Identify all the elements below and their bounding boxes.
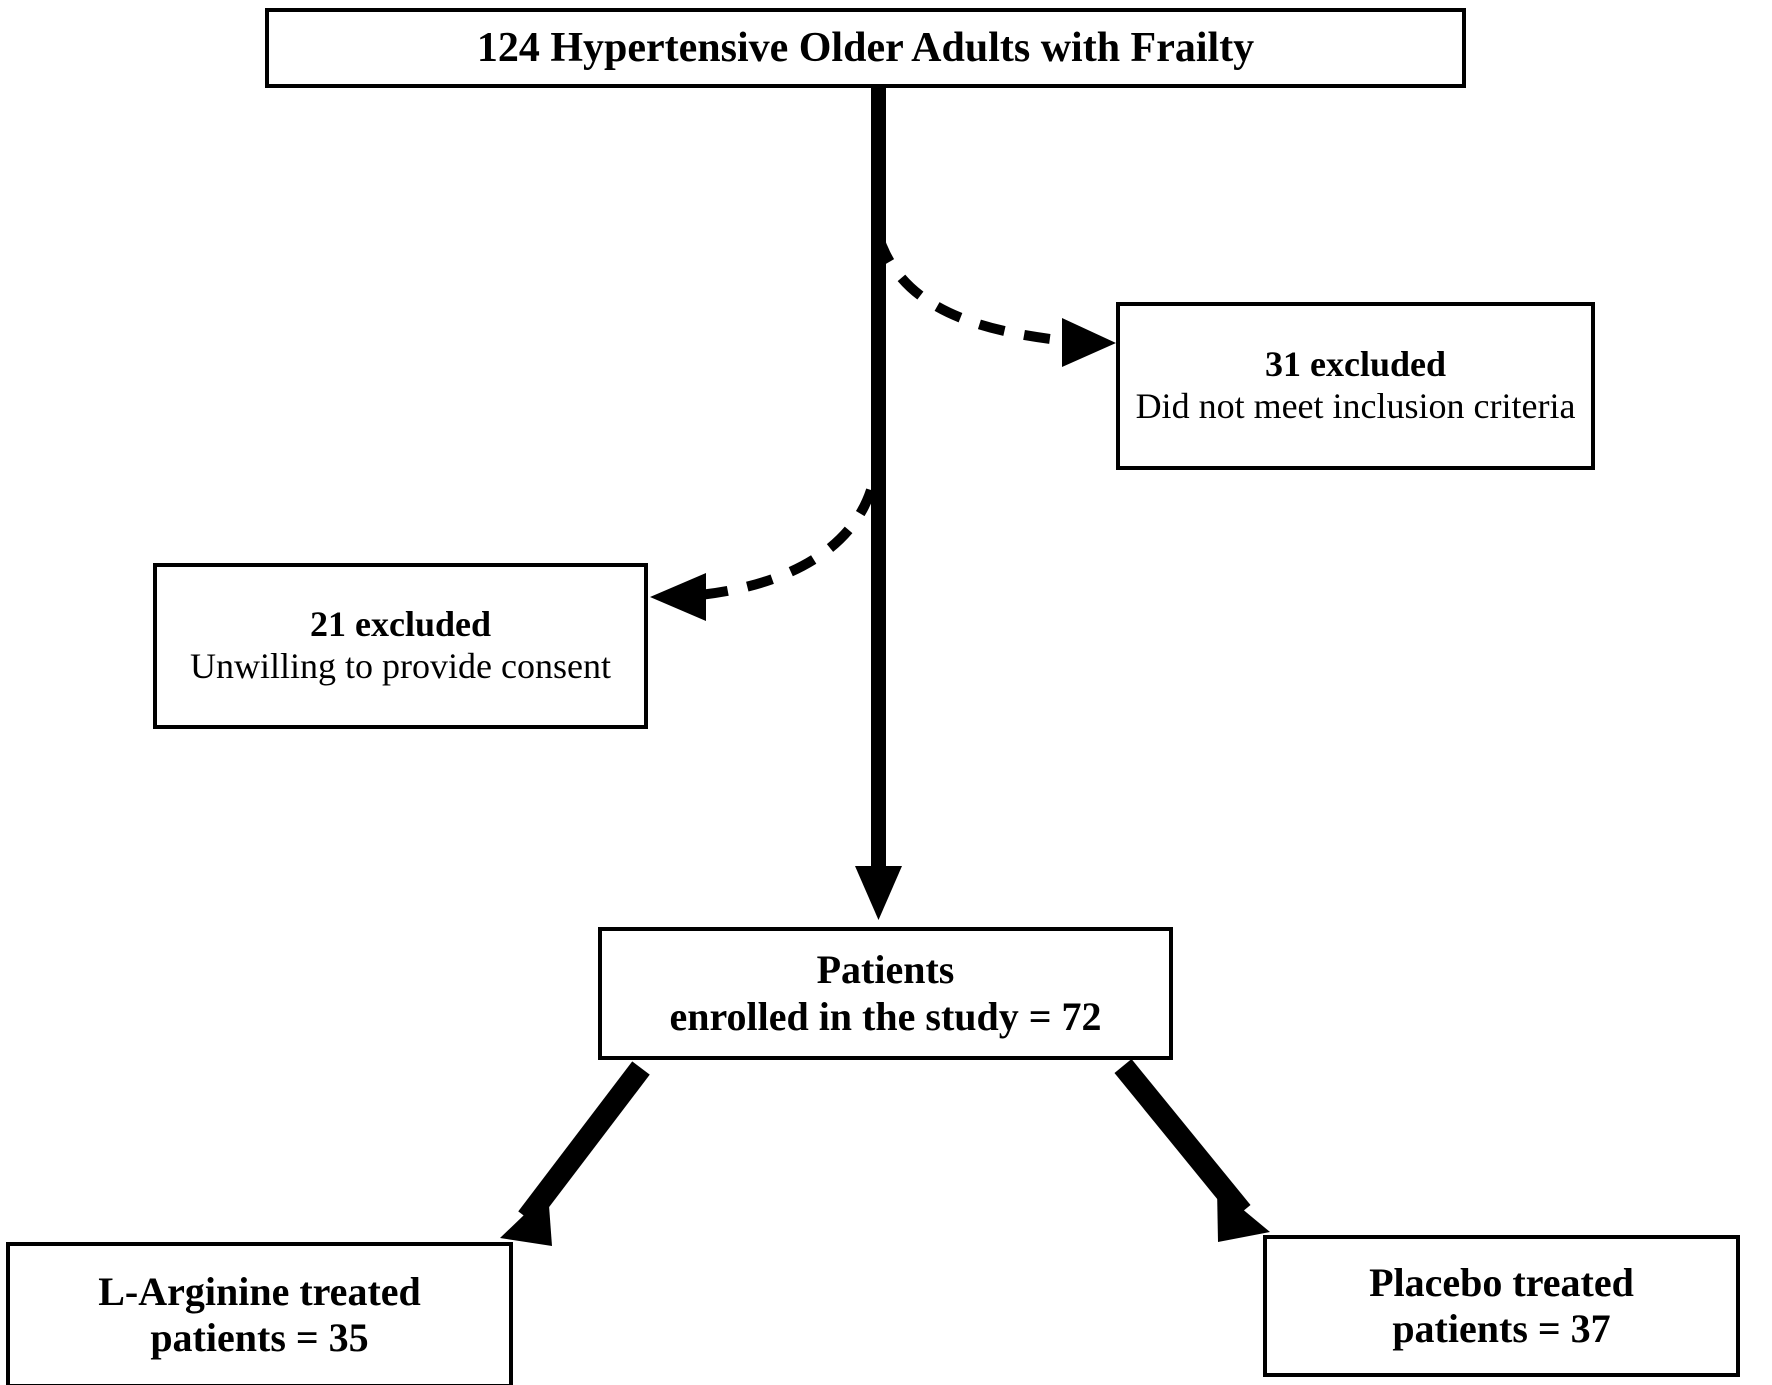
enrolled-title-label: Patients xyxy=(816,947,955,993)
exclusion-inclusion-arrow xyxy=(874,236,1116,367)
placebo-arm-count-label: patients = 37 xyxy=(1392,1306,1611,1351)
excluded-inclusion-count-label: 31 excluded xyxy=(1264,344,1446,385)
larginine-arm-count-label: patients = 35 xyxy=(150,1315,369,1360)
allocation-placebo-arrow xyxy=(1114,1059,1270,1242)
placebo-arm-title-label: Placebo treated xyxy=(1369,1259,1634,1305)
placebo-arm-box: Placebo treated patients = 37 xyxy=(1263,1235,1740,1377)
screened-population-box: 124 Hypertensive Older Adults with Frail… xyxy=(265,8,1466,88)
main-flow-arrow xyxy=(855,88,902,920)
allocation-larginine-arrow xyxy=(500,1061,650,1246)
enrolled-patients-box: Patients enrolled in the study = 72 xyxy=(598,927,1173,1060)
excluded-consent-count-label: 21 excluded xyxy=(309,604,491,645)
excluded-consent-reason-label: Unwilling to provide consent xyxy=(190,646,611,686)
larginine-arm-box: L-Arginine treated patients = 35 xyxy=(6,1242,513,1385)
screened-population-label: 124 Hypertensive Older Adults with Frail… xyxy=(476,24,1255,71)
enrolled-count-label: enrolled in the study = 72 xyxy=(669,993,1102,1039)
excluded-consent-box: 21 excluded Unwilling to provide consent xyxy=(153,563,648,729)
excluded-inclusion-criteria-box: 31 excluded Did not meet inclusion crite… xyxy=(1116,302,1595,470)
larginine-arm-title-label: L-Arginine treated xyxy=(98,1268,421,1314)
exclusion-consent-arrow xyxy=(650,488,876,621)
excluded-inclusion-reason-label: Did not meet inclusion criteria xyxy=(1135,386,1576,426)
